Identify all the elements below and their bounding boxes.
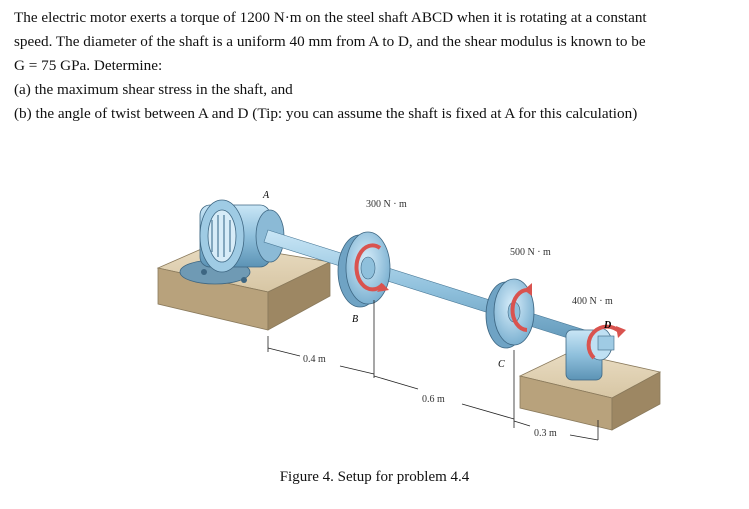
figure-caption: Figure 4. Setup for problem 4.4 [279, 469, 470, 485]
label-length-cd: 0.3 m [534, 428, 557, 439]
torque-arrow-b [354, 243, 385, 292]
label-point-a: A [262, 190, 270, 201]
label-point-c: C [498, 359, 505, 370]
problem-line-5: (b) the angle of twist between A and D (… [14, 105, 638, 122]
bearing-d [565, 327, 615, 381]
torque-arrowhead-d [616, 326, 626, 338]
label-length-ab: 0.4 m [303, 354, 326, 365]
label-torque-b: 300 N · m [366, 199, 407, 210]
torque-arrowhead-b [377, 284, 389, 292]
problem-statement: The electric motor exerts a torque of 12… [14, 6, 739, 126]
problem-line-4: (a) the maximum shear stress in the shaf… [14, 81, 293, 98]
gear-b [337, 231, 391, 308]
problem-line-3: G = 75 GPa. Determine: [14, 57, 163, 74]
dimension-lines [267, 300, 599, 441]
problem-line-2: speed. The diameter of the shaft is a un… [14, 33, 646, 50]
label-torque-d: 400 N · m [572, 296, 613, 307]
label-point-d: D [603, 320, 611, 331]
problem-line-1: The electric motor exerts a torque of 12… [14, 9, 647, 26]
label-length-bc: 0.6 m [422, 394, 445, 405]
electric-motor [179, 199, 285, 285]
torque-arrow-c [510, 287, 529, 332]
label-point-b: B [352, 314, 358, 325]
torque-arrowhead-c [524, 283, 532, 296]
torque-arrow-d [586, 324, 622, 360]
label-torque-c: 500 N · m [510, 247, 551, 258]
